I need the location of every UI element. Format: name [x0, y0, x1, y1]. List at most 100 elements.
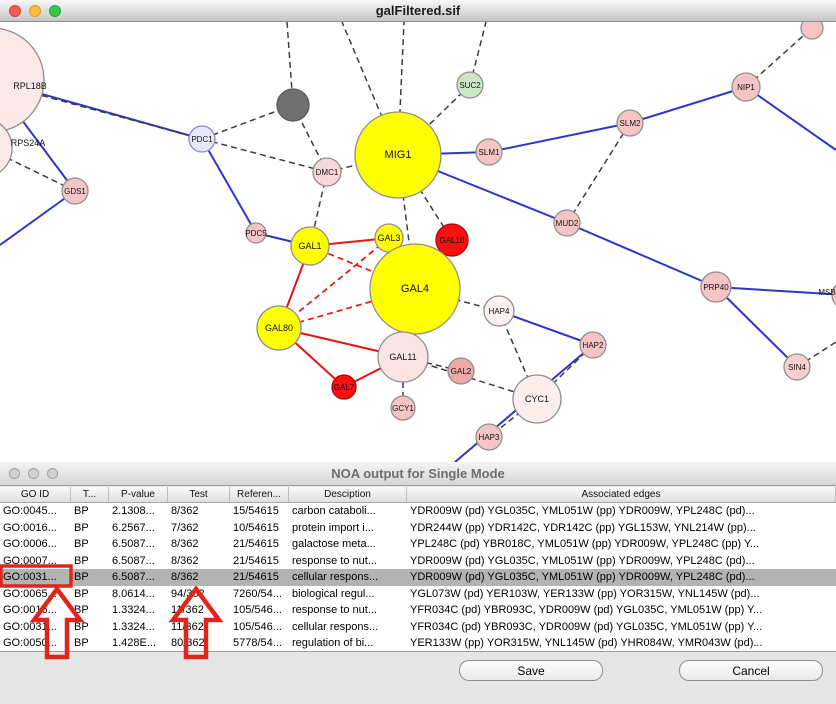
node-msb[interactable] — [831, 281, 836, 309]
table-cell: cellular respons... — [292, 620, 379, 633]
column-header-associated-edges[interactable]: Associated edges — [407, 487, 836, 502]
close-button-icon[interactable] — [9, 468, 20, 479]
node-prp40[interactable] — [700, 271, 732, 303]
node-rps24a[interactable] — [0, 118, 13, 178]
node-rpl18b[interactable] — [0, 27, 45, 133]
node-mig1[interactable] — [354, 111, 442, 199]
node-sin4[interactable] — [783, 353, 811, 381]
table-cell: response to nut... — [292, 604, 377, 616]
table-cell: 6.2567... — [112, 521, 155, 534]
table-cell: GO:0007... — [3, 554, 57, 567]
column-header-test[interactable]: Test — [168, 487, 230, 502]
node-label-nip1: NIP1 — [737, 83, 755, 92]
node-label-suc2: SUC2 — [459, 81, 481, 90]
node-slm2[interactable] — [616, 109, 644, 137]
node-gal7[interactable] — [331, 374, 357, 400]
network-edge — [201, 138, 328, 173]
table-cell: 6.5087... — [112, 571, 155, 583]
table-cell: BP — [74, 521, 89, 534]
node-pdc5[interactable] — [245, 222, 267, 244]
minimize-button-icon[interactable] — [29, 4, 41, 17]
table-cell: GO:0031... — [3, 571, 57, 583]
table-cell: 1.3324... — [112, 620, 155, 633]
network-edge — [745, 27, 813, 88]
node-label-rps24a: RPS24A — [11, 138, 46, 148]
table-cell: 21/54615 — [233, 538, 279, 550]
table-cell: 8/362 — [171, 505, 199, 517]
node-hap4[interactable] — [483, 295, 515, 327]
network-edge — [498, 310, 538, 400]
node-label-mud2: MUD2 — [556, 219, 579, 228]
node-gal1[interactable] — [290, 226, 330, 266]
table-cell: biological regul... — [292, 587, 375, 600]
window-controls — [9, 0, 61, 21]
zoom-button-icon[interactable] — [49, 4, 61, 17]
node-label-dmc1: DMC1 — [316, 168, 339, 177]
table-cell: cellular respons... — [292, 571, 379, 583]
column-header-p-value[interactable]: P-value — [109, 487, 168, 502]
table-cell: 5778/54... — [233, 637, 282, 649]
network-canvas[interactable]: RPL18BRPS24AGDS1PDC1MIG1SUC2SLM1SLM2NIP1… — [0, 22, 836, 462]
table-cell: BP — [74, 538, 89, 550]
table-cell: 7/362 — [171, 521, 199, 534]
node-suc2[interactable] — [456, 71, 484, 99]
node-dmc1[interactable] — [312, 157, 342, 187]
noa-titlebar[interactable]: NOA output for Single Mode — [0, 462, 836, 486]
table-cell: YFR034C (pd) YBR093C, YDR009W (pd) YGL03… — [410, 620, 763, 633]
node-label-gds1: GDS1 — [64, 187, 86, 196]
network-window-title: galFiltered.sif — [375, 3, 461, 18]
table-cell: GO:0050... — [3, 637, 57, 649]
column-header-referen[interactable]: Referen... — [230, 487, 289, 502]
node-label-gal10: GAL10 — [440, 236, 465, 245]
column-header-desciption[interactable]: Desciption — [289, 487, 407, 502]
node-cyc1[interactable] — [512, 374, 562, 424]
minimize-button-icon[interactable] — [28, 468, 39, 479]
node-hap2[interactable] — [579, 331, 607, 359]
node-gds1[interactable] — [61, 177, 89, 205]
network-edge — [745, 86, 836, 151]
save-button[interactable]: Save — [459, 660, 603, 681]
table-cell: 8/362 — [171, 571, 199, 583]
node-unnamed-dark[interactable] — [276, 88, 310, 122]
node-corner[interactable] — [800, 22, 824, 40]
network-titlebar[interactable]: galFiltered.sif — [0, 0, 836, 22]
noa-window-title: NOA output for Single Mode — [331, 466, 505, 481]
zoom-button-icon[interactable] — [47, 468, 58, 479]
node-gcy1[interactable] — [390, 395, 416, 421]
node-gal11[interactable] — [377, 331, 429, 383]
node-slm1[interactable] — [475, 138, 503, 166]
column-header-go-id[interactable]: GO ID — [0, 487, 71, 502]
table-cell: 6.5087... — [112, 554, 155, 567]
cancel-button[interactable]: Cancel — [679, 660, 823, 681]
node-hap3[interactable] — [475, 423, 503, 451]
node-nip1[interactable] — [731, 72, 761, 102]
table-cell: YDR009W (pd) YGL035C, YML051W (pp) YDR00… — [410, 505, 755, 517]
table-cell: BP — [74, 604, 89, 616]
node-gal10[interactable] — [435, 223, 469, 257]
table-cell: 1.3324... — [112, 604, 155, 616]
close-button-icon[interactable] — [9, 4, 21, 17]
table-cell: GO:0016... — [3, 521, 57, 534]
network-edge — [566, 222, 717, 288]
network-edge — [796, 341, 836, 368]
column-header-t[interactable]: T... — [71, 487, 109, 502]
node-gal80[interactable] — [256, 305, 302, 351]
table-cell: 8/362 — [171, 538, 199, 550]
network-edge — [286, 22, 294, 106]
table-cell: regulation of bi... — [292, 637, 374, 649]
table-cell: GO:0065... — [3, 587, 57, 600]
node-pdc1[interactable] — [188, 125, 216, 153]
node-gal4[interactable] — [369, 243, 461, 335]
node-gal2[interactable] — [447, 357, 475, 385]
node-mud2[interactable] — [553, 209, 581, 237]
